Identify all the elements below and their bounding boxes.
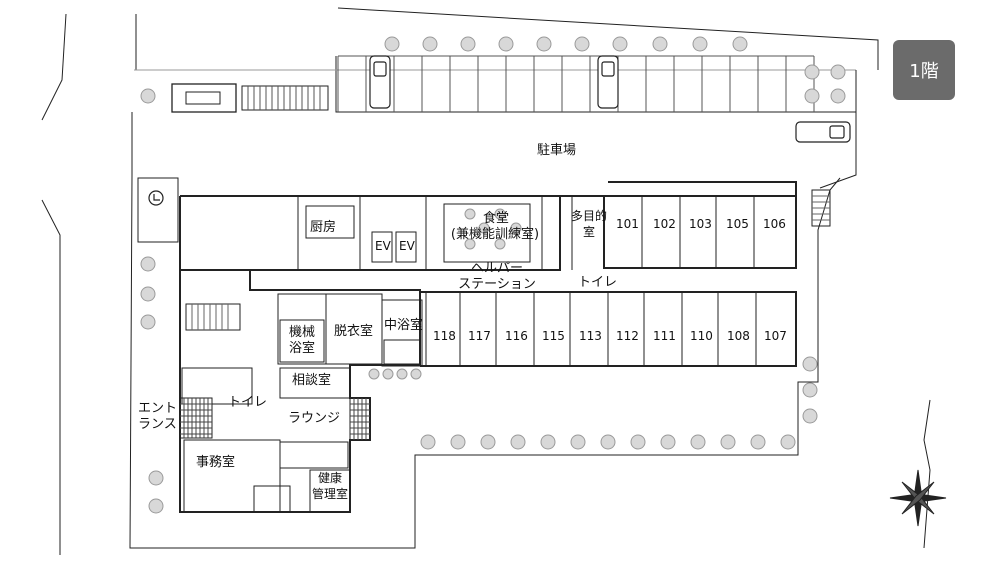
room-number: 113 xyxy=(579,329,602,343)
helper-station-label-line2: ステーション xyxy=(458,277,536,292)
room-number: 111 xyxy=(653,329,676,343)
mechanical-bath-label-line1: 機械 xyxy=(288,325,315,340)
lounge-label: ラウンジ xyxy=(288,411,341,426)
room-number: 118 xyxy=(433,329,456,343)
parking-label: 駐車場 xyxy=(537,143,577,158)
office-toilet-label: トイレ xyxy=(228,395,268,410)
room-number: 107 xyxy=(764,329,787,343)
dining-label-line2: (兼機能訓練室) xyxy=(450,227,540,242)
room-number: 106 xyxy=(763,217,786,231)
consultation-room-label: 相談室 xyxy=(292,373,332,388)
elevator-2-label: EV xyxy=(399,239,415,253)
room-number: 105 xyxy=(726,217,749,231)
floor-badge: 1階 xyxy=(893,40,955,100)
toilet-label: トイレ xyxy=(578,275,618,290)
medium-bath-label: 中浴室 xyxy=(384,318,424,333)
accessible-parking-icon xyxy=(148,190,164,206)
mechanical-bath-label-line2: 浴室 xyxy=(288,341,315,356)
room-number: 112 xyxy=(616,329,639,343)
room-number: 110 xyxy=(690,329,713,343)
office-label: 事務室 xyxy=(196,455,236,470)
elevator-1-label: EV xyxy=(375,239,391,253)
room-number: 102 xyxy=(653,217,676,231)
health-room-label-line1: 健康 xyxy=(317,471,342,485)
entrance-label-line2: ランス xyxy=(138,417,177,432)
room-number: 108 xyxy=(727,329,750,343)
multipurpose-label-line2: 室 xyxy=(582,225,595,239)
multipurpose-label-line1: 多目的 xyxy=(570,209,607,223)
kitchen-label: 厨房 xyxy=(310,220,337,235)
health-room-label-line2: 管理室 xyxy=(311,487,348,501)
room-number: 103 xyxy=(689,217,712,231)
room-number: 117 xyxy=(468,329,491,343)
dining-label-line1: 食堂 xyxy=(482,211,509,226)
compass-icon xyxy=(889,399,947,549)
room-number: 116 xyxy=(505,329,528,343)
room-number: 101 xyxy=(616,217,639,231)
dressing-room-label: 脱衣室 xyxy=(334,324,374,339)
helper-station-label-line1: ヘルパー xyxy=(470,261,523,276)
entrance-label-line1: エント xyxy=(138,401,178,416)
room-number: 115 xyxy=(542,329,565,343)
